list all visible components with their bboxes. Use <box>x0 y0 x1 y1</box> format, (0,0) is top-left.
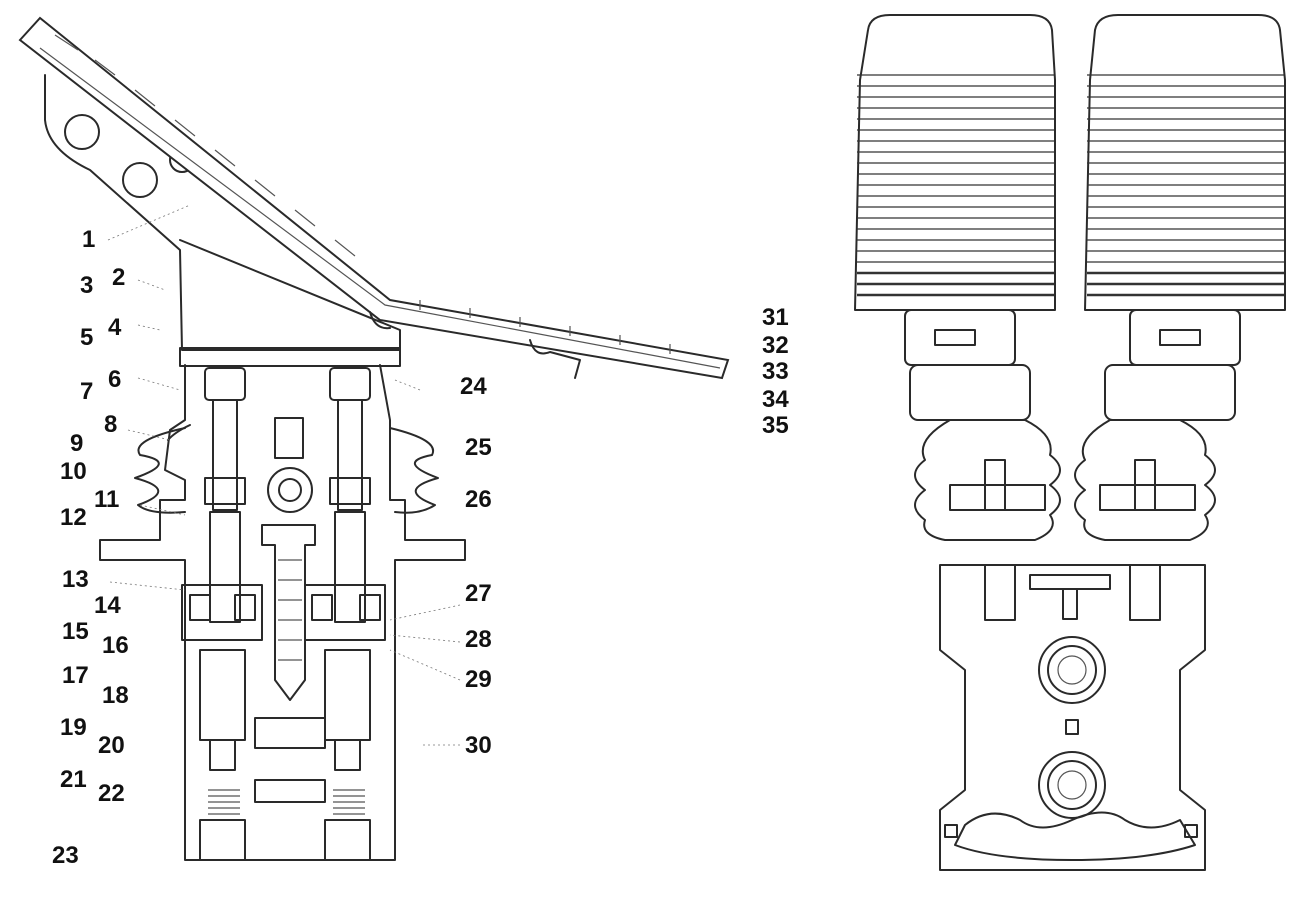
part-label-14: 14 <box>94 592 121 619</box>
part-label-8: 8 <box>104 411 118 438</box>
treadle <box>18 16 730 380</box>
part-label-25: 25 <box>465 434 492 461</box>
leader-lines <box>107 204 461 746</box>
part-label-33: 33 <box>762 358 789 385</box>
part-label-2: 2 <box>112 264 126 291</box>
part-label-11: 11 <box>94 486 120 513</box>
part-label-15: 15 <box>62 618 89 645</box>
part-label-30: 30 <box>465 732 492 759</box>
part-label-26: 26 <box>465 486 492 513</box>
part-label-21: 21 <box>60 766 87 793</box>
part-label-9: 9 <box>70 430 84 457</box>
part-label-4: 4 <box>108 314 122 341</box>
part-label-34: 34 <box>762 386 789 413</box>
part-label-22: 22 <box>98 780 125 807</box>
part-label-31: 31 <box>762 304 789 331</box>
part-label-27: 27 <box>465 580 492 607</box>
part-label-16: 16 <box>102 632 129 659</box>
section-view <box>18 16 730 861</box>
part-label-35: 35 <box>762 412 789 439</box>
part-label-7: 7 <box>80 378 94 405</box>
part-label-28: 28 <box>465 626 492 653</box>
part-label-5: 5 <box>80 324 94 351</box>
part-label-3: 3 <box>80 272 94 299</box>
part-label-20: 20 <box>98 732 125 759</box>
pedal-pad-left <box>854 14 1056 311</box>
part-label-6: 6 <box>108 366 122 393</box>
front-view <box>854 14 1286 871</box>
part-label-17: 17 <box>62 662 89 689</box>
part-label-18: 18 <box>102 682 129 709</box>
part-label-32: 32 <box>762 332 789 359</box>
part-label-24: 24 <box>460 373 487 400</box>
valve-body <box>939 564 1206 871</box>
part-label-23: 23 <box>52 842 79 869</box>
part-label-1: 1 <box>82 226 96 253</box>
pedal-pad-right <box>1084 14 1286 311</box>
pedal-bracket <box>44 74 401 351</box>
part-label-12: 12 <box>60 504 87 531</box>
part-label-13: 13 <box>62 566 89 593</box>
part-label-29: 29 <box>465 666 492 693</box>
part-label-19: 19 <box>60 714 87 741</box>
part-label-10: 10 <box>60 458 87 485</box>
